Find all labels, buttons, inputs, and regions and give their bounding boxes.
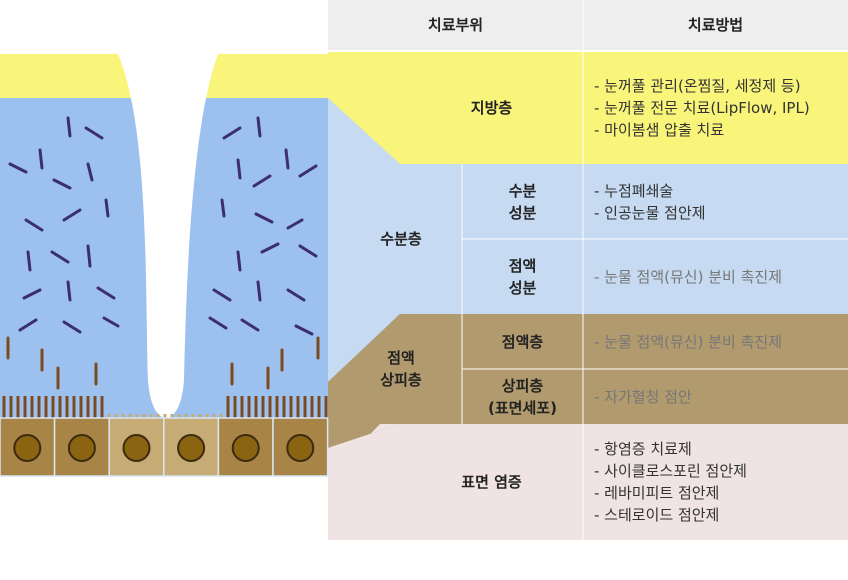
cell-nucleus (13, 434, 42, 462)
cell-nucleus (231, 434, 260, 462)
mucin-component-label: 점액 성분 (462, 239, 583, 314)
lipid-treatment-3: - 마이봄샘 압출 치료 (594, 121, 725, 139)
mucus-label: 점액층 (462, 314, 583, 369)
mucin-strand (18, 318, 38, 332)
mucin-strand (294, 324, 314, 336)
lipid-treatment-1: - 눈꺼풀 관리(온찜질, 세정제 등) (594, 77, 801, 95)
aqueous-label-text: 수분층 (380, 230, 422, 248)
aqueous-connector (328, 98, 400, 382)
mucin-strand (284, 148, 290, 170)
header-treatment-site-label: 치료부위 (427, 16, 484, 34)
header-treatment-method-label: 치료방법 (687, 16, 744, 34)
mucin-strand (256, 116, 262, 138)
mucin-strand (102, 316, 120, 328)
cell-nucleus (286, 434, 315, 462)
mucin-strand (252, 174, 272, 188)
epithelium-label-line1: 상피층 (501, 376, 544, 395)
mucin-strand (236, 158, 242, 180)
lipid-connector (328, 52, 848, 164)
water-label-line2: 성분 (508, 203, 537, 222)
inflammation-label-text: 표면 염증 (461, 473, 522, 491)
mucus-label-text: 점액층 (501, 332, 544, 351)
mucin-strand (222, 126, 242, 140)
lipid-label-text: 지방층 (470, 99, 513, 117)
water-treatment-2: - 인공눈물 점안제 (594, 203, 706, 222)
lipid-label: 지방층 (400, 52, 583, 164)
mucin-strand (62, 208, 82, 222)
mucin-strand (86, 162, 94, 182)
header-treatment-method: 치료방법 (583, 0, 848, 50)
mucus-treatments: - 눈물 점액(뮤신) 분비 촉진제 (583, 314, 848, 369)
header-treatment-site: 치료부위 (328, 0, 583, 50)
mucin-strand (236, 250, 242, 272)
lipid-treatments: - 눈꺼풀 관리(온찜질, 세정제 등) - 눈꺼풀 전문 치료(LipFlow… (583, 52, 848, 164)
mucin-strand (220, 198, 226, 218)
mucin-strand (298, 244, 318, 258)
mucin-strand (66, 280, 72, 302)
mucin-strand (298, 164, 318, 178)
mucin-strand (38, 148, 44, 170)
mucin-connector (328, 314, 400, 448)
water-label-line1: 수분 (508, 181, 537, 200)
mucin-strand (22, 288, 42, 300)
inflammation-label: 표면 염증 (400, 424, 583, 540)
aqueous-label: 수분층 (340, 164, 462, 314)
mucin-strand (24, 218, 44, 232)
table-header-bg (328, 0, 848, 50)
water-treatments: - 누점폐쇄술 - 인공눈물 점안제 (583, 164, 848, 239)
mucin-component-label-line2: 성분 (508, 278, 537, 297)
mucin-strand (26, 250, 32, 272)
mucin-strand (86, 244, 92, 268)
water-label: 수분 성분 (462, 164, 583, 239)
epithelium-label: 상피층 (표면세포) (462, 369, 583, 424)
mucin-strand (52, 178, 72, 190)
mucin-strand (212, 288, 232, 302)
epithelium-treatment-1: - 자가혈청 점안 (594, 387, 692, 406)
mucoepithelial-label-line1: 점액 (387, 349, 415, 367)
mucin-strand (256, 280, 262, 302)
mucin-component-treatment-1: - 눈물 점액(뮤신) 분비 촉진제 (594, 267, 782, 286)
inflammation-treatment-1: - 항염증 치료제 (594, 440, 692, 458)
mucin-strand (8, 162, 28, 174)
mucoepithelial-label-line2: 상피층 (380, 371, 422, 389)
mucus-treatment-1: - 눈물 점액(뮤신) 분비 촉진제 (594, 332, 782, 351)
inflammation-treatment-2: - 사이클로스포린 점안제 (594, 462, 747, 480)
inflammation-treatments: - 항염증 치료제 - 사이클로스포린 점안제 - 레바미피트 점안제 - 스테… (583, 424, 848, 540)
lipid-treatment-2: - 눈꺼풀 전문 치료(LipFlow, IPL) (594, 99, 810, 117)
mucin-strand (96, 286, 116, 300)
mucin-strand (208, 316, 228, 330)
mucin-strand (50, 250, 70, 264)
mucin-strand (104, 198, 110, 218)
mucoepithelial-label: 점액 상피층 (340, 314, 462, 424)
cell-nucleus (122, 434, 151, 462)
inflammation-treatment-4: - 스테로이드 점안제 (594, 506, 720, 524)
cell-nucleus (67, 434, 96, 462)
inflammation-connector (328, 424, 400, 478)
mucin-strand (84, 126, 104, 140)
inflammation-treatment-3: - 레바미피트 점안제 (594, 484, 720, 502)
inflammation-row-bg (328, 424, 848, 540)
mucin-strand (286, 288, 306, 302)
epithelium-label-line2: (표면세포) (488, 398, 557, 417)
water-treatment-1: - 누점폐쇄술 (594, 181, 674, 200)
epithelial-cells (0, 417, 329, 477)
mucin-strand (254, 212, 274, 224)
mucin-strand (260, 242, 280, 254)
mucin-strand (240, 318, 260, 332)
mucin-strand (62, 320, 82, 334)
cell-nucleus (177, 434, 206, 462)
epithelium-treatments: - 자가혈청 점안 (583, 369, 848, 424)
mucin-strand (286, 218, 304, 230)
mucin-component-treatments: - 눈물 점액(뮤신) 분비 촉진제 (583, 239, 848, 314)
mucin-component-label-line1: 점액 (508, 256, 537, 275)
mucin-strand (66, 116, 72, 138)
mucin-strands (8, 116, 318, 336)
tear-breakup-gap (118, 54, 218, 418)
